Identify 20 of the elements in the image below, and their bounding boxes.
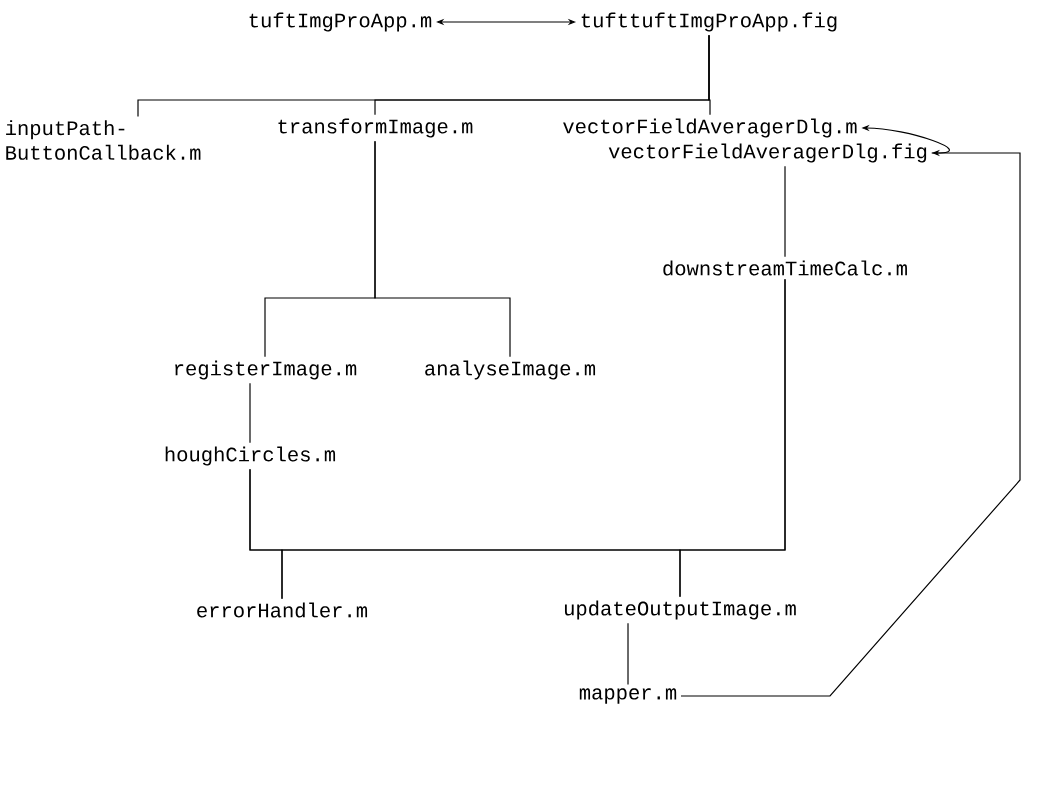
file-name: vectorFieldAveragerDlg.m [563,118,857,138]
file-name: vectorFieldAveragerDlg.fig [608,143,927,163]
connector-line [627,622,629,686]
connector-line [680,152,1021,697]
connector-line [249,382,251,444]
connector-line [374,140,511,358]
connector-line [679,278,786,598]
file-name: analyseImage.m [425,360,596,380]
file-name: tufttuftImgProApp.fig [581,12,837,32]
file-name: errorHandler.m [197,602,368,618]
file-name: registerImage.m [175,360,357,380]
file-name: transformImage.m [278,118,473,138]
file-name: tuftImgProApp.m [249,12,432,32]
connector-line [784,165,786,258]
file-name: updateOutputImage.m [565,600,796,620]
connector-line [708,34,711,116]
file-name: inputPath- ButtonCallback.m [6,120,201,160]
file-name: houghCircles.m [165,446,336,466]
file-name: downstreamTimeCalc.m [663,260,907,276]
file-name: mapper.m [579,688,677,704]
